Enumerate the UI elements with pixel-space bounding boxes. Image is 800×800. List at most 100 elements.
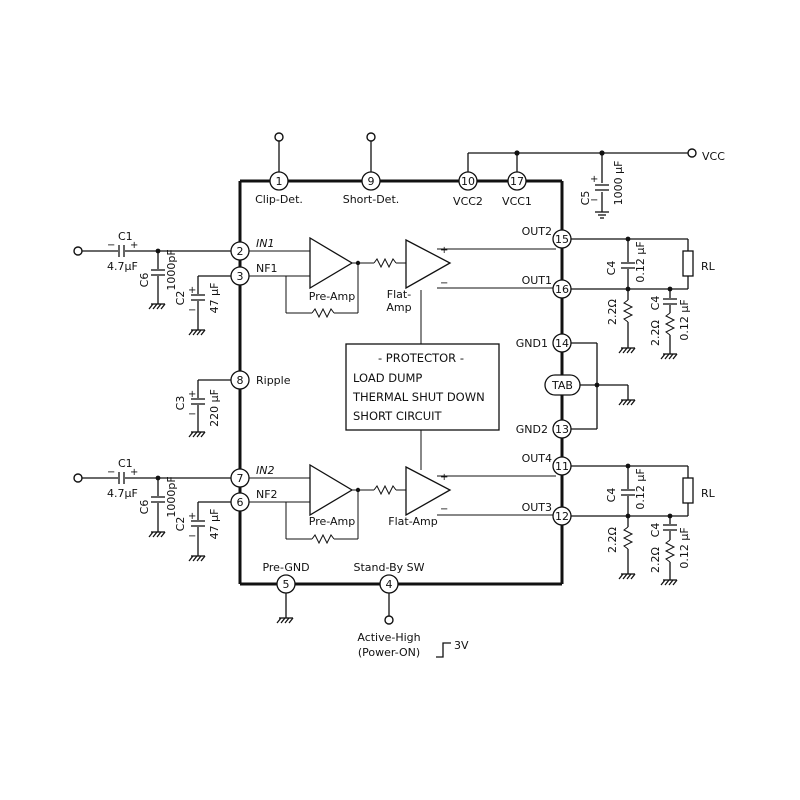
flat-amp-1-triangle <box>405 238 452 290</box>
pin-8: 8 <box>237 374 244 387</box>
amp-channel-2: + − Pre-Amp Flat-Amp <box>249 463 556 545</box>
label-c3: C3 <box>174 396 187 411</box>
right-pins: 15 16 14 13 11 12 OUT2 OUT1 GND1 GND2 OU… <box>516 225 572 526</box>
pre-amp-2-triangle <box>309 463 354 517</box>
label-c4-2b: C4 <box>649 523 662 538</box>
label-c4-value-2b: 0.12 μF <box>678 527 691 568</box>
label-c6-value-bottom: 1000pF <box>165 476 178 517</box>
label-amp2-minus: − <box>440 504 448 515</box>
label-c4-value-2a: 0.12 μF <box>634 468 647 509</box>
label-flat-amp-2: Flat-Amp <box>388 515 437 528</box>
top-pins: 1 9 10 17 Clip-Det. Short-Det. VCC2 VCC1… <box>255 132 725 208</box>
label-c1-bottom: C1 <box>118 457 133 470</box>
label-amp1-plus: + <box>440 245 448 256</box>
label-c1-top: C1 <box>118 230 133 243</box>
label-ripple: Ripple <box>256 374 291 387</box>
label-out4: OUT4 <box>522 452 552 465</box>
input-2-network: − + C1 4.7μF C6 1000pF + − C2 47 μF <box>73 457 231 562</box>
input-1-network: − + C1 4.7μF C6 1000pF + − C2 47 μF <box>73 230 231 336</box>
label-rl-1: RL <box>701 260 716 273</box>
label-flat-amp-1b: Amp <box>386 301 411 314</box>
pin-16: 16 <box>555 283 569 296</box>
label-amp1-minus: − <box>440 278 448 289</box>
label-c6-value-top: 1000pF <box>165 249 178 290</box>
label-c1-plus-top: + <box>130 240 138 251</box>
pin-15: 15 <box>555 233 569 246</box>
label-gnd2: GND2 <box>516 423 548 436</box>
left-pins: 2 3 8 7 6 IN1 NF1 Ripple IN2 NF2 <box>230 237 291 512</box>
protector-line-2: THERMAL SHUT DOWN <box>352 390 485 404</box>
label-nf2: NF2 <box>256 488 278 501</box>
label-c1-minus-top: − <box>107 240 115 251</box>
label-r-1a: 2.2Ω <box>606 299 619 325</box>
label-c2-minus-top: − <box>188 305 196 316</box>
label-in2: IN2 <box>256 464 274 477</box>
label-flat-amp-1a: Flat- <box>387 288 411 301</box>
label-c3-value: 220 μF <box>208 389 221 427</box>
protector-line-1: LOAD DUMP <box>353 371 422 385</box>
ground-tab: TAB <box>544 342 636 430</box>
label-pre-amp-1: Pre-Amp <box>309 290 355 303</box>
label-r-2b: 2.2Ω <box>649 547 662 573</box>
label-c4-1a: C4 <box>605 261 618 276</box>
label-out1: OUT1 <box>522 274 552 287</box>
label-c1-minus-bottom: − <box>107 467 115 478</box>
label-c3-minus: − <box>188 409 196 420</box>
label-stand-by: Stand-By SW <box>354 561 425 574</box>
label-r-1b: 2.2Ω <box>649 320 662 346</box>
label-c5: C5 <box>579 191 592 206</box>
label-active-high: Active-High <box>357 631 420 644</box>
protector-line-3: SHORT CIRCUIT <box>353 409 443 423</box>
label-c6-top: C6 <box>138 273 151 288</box>
output-2-network: RL C4 0.12 μF 2.2Ω C4 0.12 μF 2.2Ω <box>571 463 716 586</box>
label-out3: OUT3 <box>522 501 552 514</box>
label-vcc1: VCC1 <box>502 195 532 208</box>
pre-amp-1-triangle <box>309 236 354 290</box>
label-3v: 3V <box>454 639 469 652</box>
pin-3: 3 <box>237 270 244 283</box>
label-c2-value-bottom: 47 μF <box>208 509 221 540</box>
pin-2: 2 <box>237 245 244 258</box>
pin-12: 12 <box>555 510 569 523</box>
label-c2-plus-top: + <box>188 285 196 296</box>
label-c5-minus: − <box>590 195 598 206</box>
amp-channel-1: + − Pre-Amp Flat- Amp <box>249 236 556 319</box>
pin-14: 14 <box>555 337 569 350</box>
label-gnd1: GND1 <box>516 337 548 350</box>
label-c2-top: C2 <box>174 291 187 306</box>
label-c4-value-1b: 0.12 μF <box>678 299 691 340</box>
label-c2-value-top: 47 μF <box>208 283 221 314</box>
protector-block: - PROTECTOR - LOAD DUMP THERMAL SHUT DOW… <box>345 290 500 470</box>
label-vcc2: VCC2 <box>453 195 483 208</box>
pin-10: 10 <box>461 175 475 188</box>
ripple-network: + − C3 220 μF <box>174 379 231 438</box>
flat-amp-2-triangle <box>405 465 452 517</box>
pin-17: 17 <box>510 175 524 188</box>
label-c3-plus: + <box>188 389 196 400</box>
label-in1: IN1 <box>256 237 274 250</box>
label-power-on: (Power-ON) <box>358 646 420 659</box>
protector-title: - PROTECTOR - <box>378 351 464 365</box>
capacitor-c5: + − C5 1000 μF <box>579 153 625 219</box>
pin-7: 7 <box>237 472 244 485</box>
label-rl-2: RL <box>701 487 716 500</box>
label-short-det: Short-Det. <box>343 193 400 206</box>
output-1-network: RL C4 0.12 μF 2.2Ω C4 0.12 μF 2.2Ω <box>571 236 716 360</box>
pin-1: 1 <box>276 175 283 188</box>
label-c2-minus-bottom: − <box>188 531 196 542</box>
label-pre-gnd: Pre-GND <box>262 561 309 574</box>
tab-label: TAB <box>551 379 573 392</box>
label-out2: OUT2 <box>522 225 552 238</box>
label-c5-value: 1000 μF <box>612 161 625 206</box>
label-c2-bottom: C2 <box>174 517 187 532</box>
label-c1-value-top: 4.7μF <box>107 260 138 273</box>
label-c6-bottom: C6 <box>138 500 151 515</box>
label-c4-1b: C4 <box>649 296 662 311</box>
label-nf1: NF1 <box>256 262 278 275</box>
label-amp2-plus: + <box>440 472 448 483</box>
label-c4-2a: C4 <box>605 488 618 503</box>
label-pre-amp-2: Pre-Amp <box>309 515 355 528</box>
pin-9: 9 <box>368 175 375 188</box>
pin-4: 4 <box>386 578 393 591</box>
pin-6: 6 <box>237 496 244 509</box>
